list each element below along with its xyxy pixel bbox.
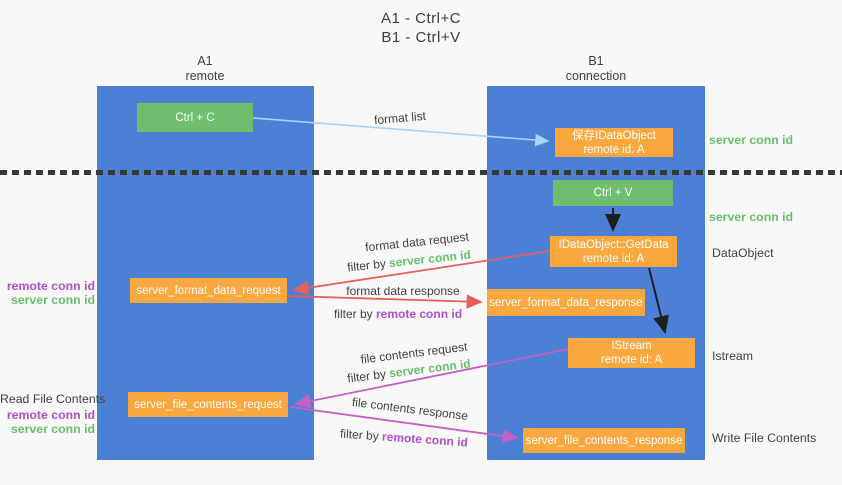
filter-key-remote-conn-id: remote conn id xyxy=(376,307,463,321)
node-format-request-label: server_format_data_request xyxy=(136,284,281,297)
node-server-file-contents-response: server_file_contents_response xyxy=(523,428,685,453)
side-label-server-conn-id-mid-left: server conn id xyxy=(10,293,95,307)
side-label-write-file-contents: Write File Contents xyxy=(712,431,817,445)
filter-key-remote-conn-id: remote conn id xyxy=(381,429,469,450)
dashed-divider xyxy=(0,170,842,175)
column-b1-subtitle: connection xyxy=(565,69,627,83)
column-a1-id: A1 xyxy=(197,54,213,68)
node-ctrl-c: Ctrl + C xyxy=(137,103,253,132)
column-a1-subtitle: remote xyxy=(185,69,225,83)
flow-label-format-list: format list xyxy=(373,108,427,128)
side-label-dataobject: DataObject xyxy=(712,246,774,260)
node-getdata-line2: remote id: A xyxy=(582,252,645,265)
side-label-remote-conn-id-bottom: remote conn id xyxy=(6,408,95,422)
node-save-line2: remote id: A xyxy=(583,143,645,156)
side-label-server-conn-id-top: server conn id xyxy=(709,133,794,147)
title-line-2: B1 - Ctrl+V xyxy=(381,29,461,46)
node-save-idataobject: 保存IDataObject remote id: A xyxy=(555,128,673,157)
flow-filter-format-data-response: filter by remote conn id xyxy=(334,307,462,321)
node-file-response-label: server_file_contents_response xyxy=(525,434,683,447)
flow-label-file-contents-response: file contents response xyxy=(351,394,469,424)
node-istream-line1: IStream xyxy=(611,340,652,352)
node-ctrl-c-label: Ctrl + C xyxy=(175,111,215,124)
title-line-1: A1 - Ctrl+C xyxy=(380,10,462,27)
filter-by-text: filter by xyxy=(339,426,380,444)
node-idataobject-getdata: IDataObject::GetData remote id: A xyxy=(550,236,677,267)
node-ctrl-v: Ctrl + V xyxy=(553,180,673,206)
column-b1-id: B1 xyxy=(588,54,604,68)
side-label-server-conn-id-bottom: server conn id xyxy=(10,422,95,436)
filter-key-server-conn-id: server conn id xyxy=(388,247,472,271)
node-istream-line2: remote id: A xyxy=(600,354,663,366)
node-format-response-label: server_format_data_response xyxy=(489,296,643,309)
node-file-request-label: server_file_contents_request xyxy=(134,398,282,411)
flow-filter-file-contents-response: filter by remote conn id xyxy=(340,427,469,450)
side-label-remote-conn-id-mid: remote conn id xyxy=(6,279,95,293)
side-label-istream: Istream xyxy=(712,349,753,363)
node-ctrl-v-label: Ctrl + V xyxy=(593,187,633,199)
node-server-format-data-request: server_format_data_request xyxy=(130,278,287,303)
node-istream: IStream remote id: A xyxy=(568,338,695,368)
node-server-file-contents-request: server_file_contents_request xyxy=(128,392,288,417)
node-save-line1: 保存IDataObject xyxy=(572,129,656,142)
column-header-a1: A1 remote xyxy=(145,54,265,84)
filter-by-text: filter by xyxy=(346,256,387,275)
side-label-server-conn-id-mid: server conn id xyxy=(709,210,794,224)
side-label-read-file-contents: Read File Contents xyxy=(0,392,106,406)
filter-by-text: filter by xyxy=(346,366,387,386)
node-server-format-data-response: server_format_data_response xyxy=(487,289,645,316)
flow-label-format-data-response: format data response xyxy=(346,284,460,298)
node-getdata-line1: IDataObject::GetData xyxy=(558,238,669,251)
column-header-b1: B1 connection xyxy=(536,54,656,84)
filter-by-text: filter by xyxy=(333,307,373,321)
